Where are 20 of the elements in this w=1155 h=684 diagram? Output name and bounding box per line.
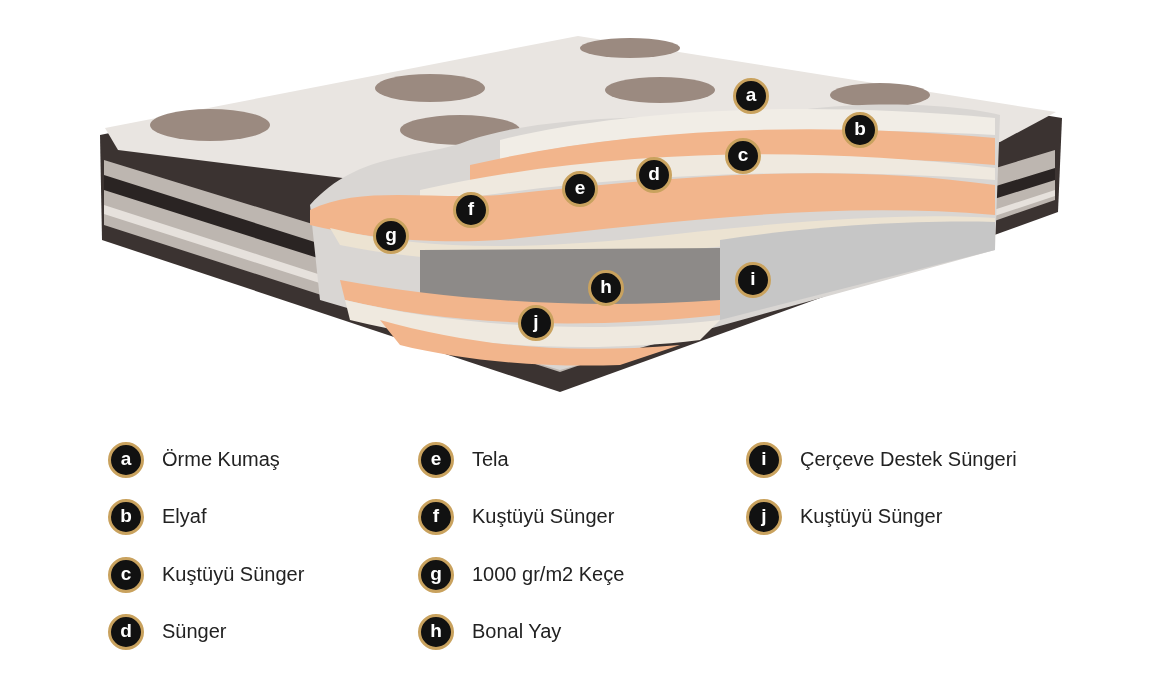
legend-text: Sünger (162, 619, 227, 643)
legend-letter: b (108, 499, 144, 535)
legend-text: Elyaf (162, 504, 207, 528)
legend-text: Çerçeve Destek Süngeri (800, 447, 1017, 471)
legend-letter: c (108, 557, 144, 593)
legend-letter: i (746, 442, 782, 478)
legend-letter: h (418, 614, 454, 650)
legend-letter: d (108, 614, 144, 650)
legend-letter: a (108, 442, 144, 478)
legend-letter: e (418, 442, 454, 478)
legend-text: Kuştüyü Sünger (162, 562, 305, 586)
legend-letter: f (418, 499, 454, 535)
legend-text: 1000 gr/m2 Keçe (472, 562, 625, 586)
legend-text: Kuştüyü Sünger (800, 504, 943, 528)
legend-text: Tela (472, 447, 509, 471)
legend-letter: j (746, 499, 782, 535)
legend-letter: g (418, 557, 454, 593)
legend-text: Bonal Yay (472, 619, 562, 643)
legend-text: Örme Kumaş (162, 447, 280, 471)
legend-text: Kuştüyü Sünger (472, 504, 615, 528)
